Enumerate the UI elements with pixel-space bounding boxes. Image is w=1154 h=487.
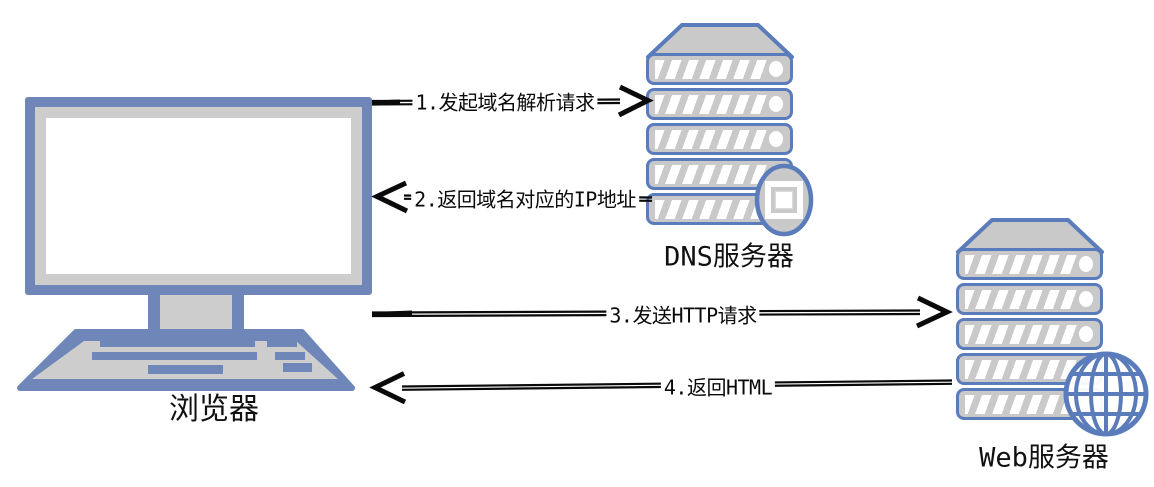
- keyboard-icon: [17, 329, 355, 391]
- rack-unit: [646, 53, 793, 85]
- server-led: [769, 96, 783, 112]
- monitor-screen: [46, 118, 351, 274]
- server-led: [1079, 256, 1093, 272]
- web-server-node: [955, 216, 1107, 466]
- rack-unit: [956, 283, 1103, 315]
- arrow-label-2: 2.返回域名对应的IP地址: [411, 183, 639, 213]
- display-badge-icon: [754, 163, 814, 237]
- server-led: [1079, 291, 1093, 307]
- monitor-stand: [148, 293, 244, 335]
- dns-server-node: [645, 21, 797, 271]
- server-led: [1079, 326, 1093, 342]
- globe-icon: [1063, 351, 1149, 437]
- arrow-label-1: 1.发起域名解析请求: [412, 86, 598, 116]
- dns-server-label: DNS服务器: [664, 241, 794, 273]
- rack-unit: [956, 318, 1103, 350]
- rack-unit: [956, 248, 1103, 280]
- rack-unit: [646, 123, 793, 155]
- server-led: [769, 131, 783, 147]
- server-led: [769, 61, 783, 77]
- arrow-label-3: 3.发送HTTP请求: [606, 299, 760, 329]
- rack-unit: [646, 88, 793, 120]
- monitor-icon: [25, 97, 372, 295]
- arrow-label-4: 4.返回HTML: [660, 371, 776, 401]
- web-server-label: Web服务器: [979, 442, 1109, 474]
- browser-label: 浏览器: [169, 392, 259, 427]
